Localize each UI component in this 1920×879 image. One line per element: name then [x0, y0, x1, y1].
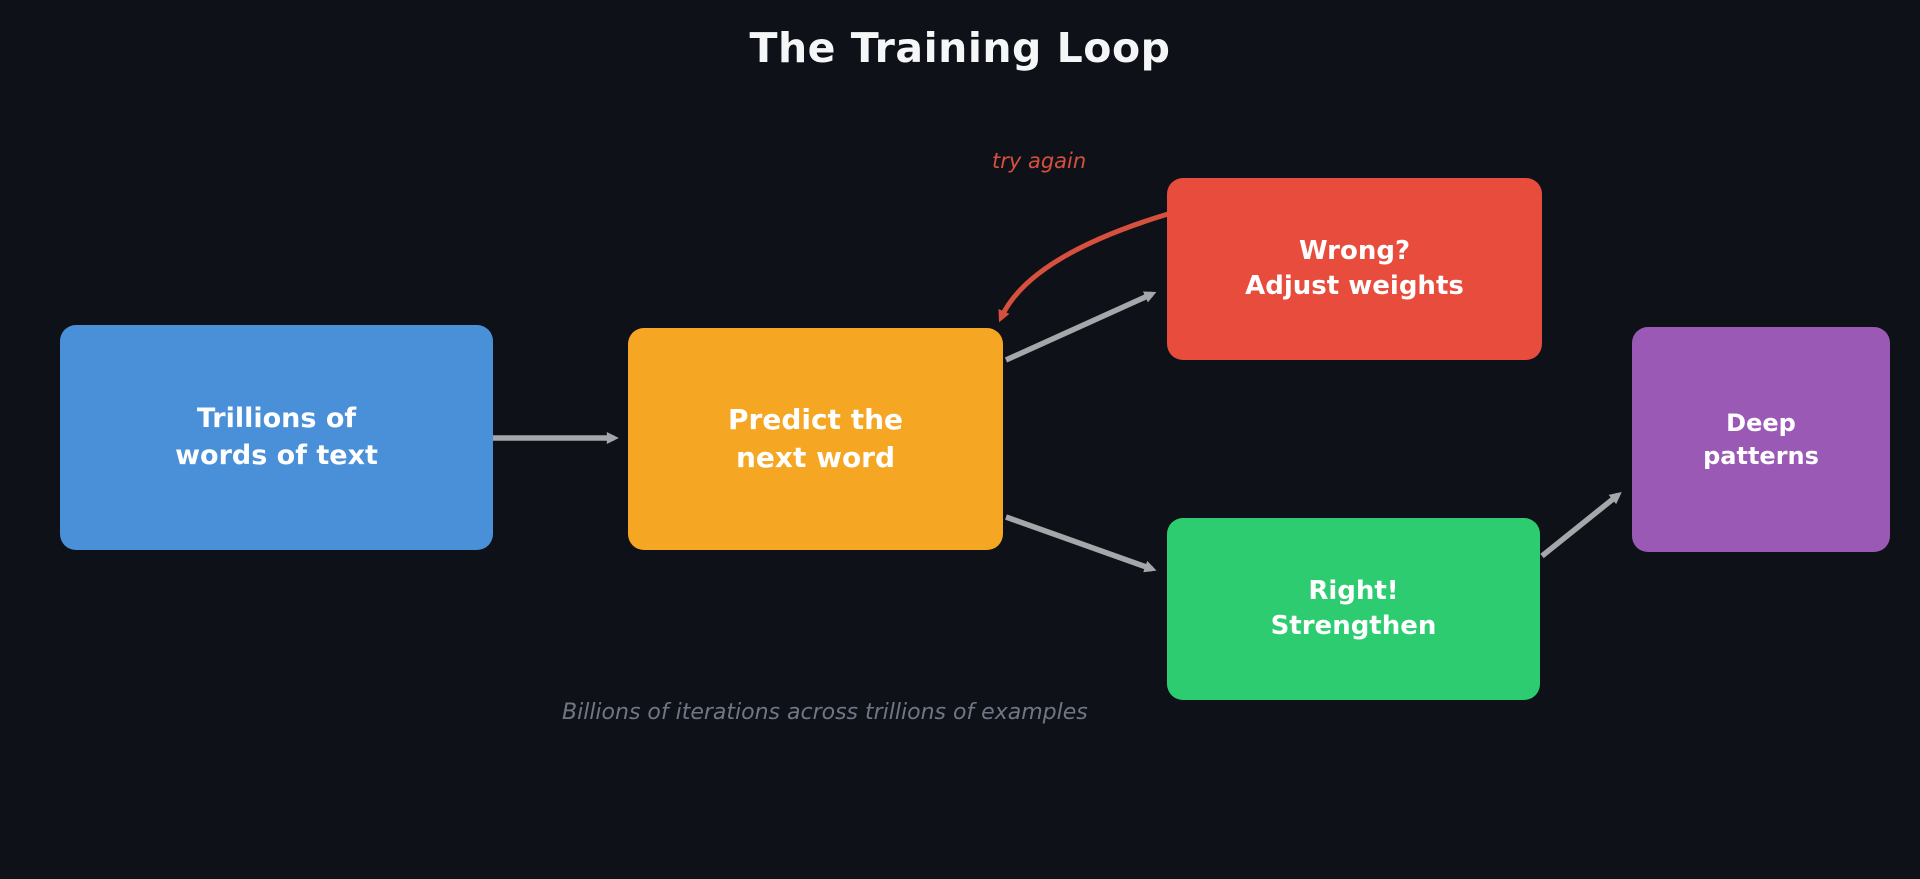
edge-predict-to-right: [1005, 514, 1157, 573]
node-predict-next-word: Predict the next word: [628, 328, 1003, 550]
edge-predict-to-wrong: [1004, 291, 1157, 363]
diagram-caption: Billions of iterations across trillions …: [562, 700, 1088, 725]
edge-right-to-deep: [1540, 491, 1622, 559]
diagram-title: The Training Loop: [749, 24, 1171, 72]
node-wrong-adjust-weights: Wrong? Adjust weights: [1167, 178, 1542, 360]
node-training-data: Trillions of words of text: [60, 325, 493, 550]
node-right-strengthen: Right! Strengthen: [1167, 518, 1540, 700]
edge-wrong-to-predict-feedback: [998, 211, 1169, 323]
node-deep-patterns: Deep patterns: [1632, 327, 1890, 552]
try-again-edge-label: try again: [992, 149, 1087, 173]
